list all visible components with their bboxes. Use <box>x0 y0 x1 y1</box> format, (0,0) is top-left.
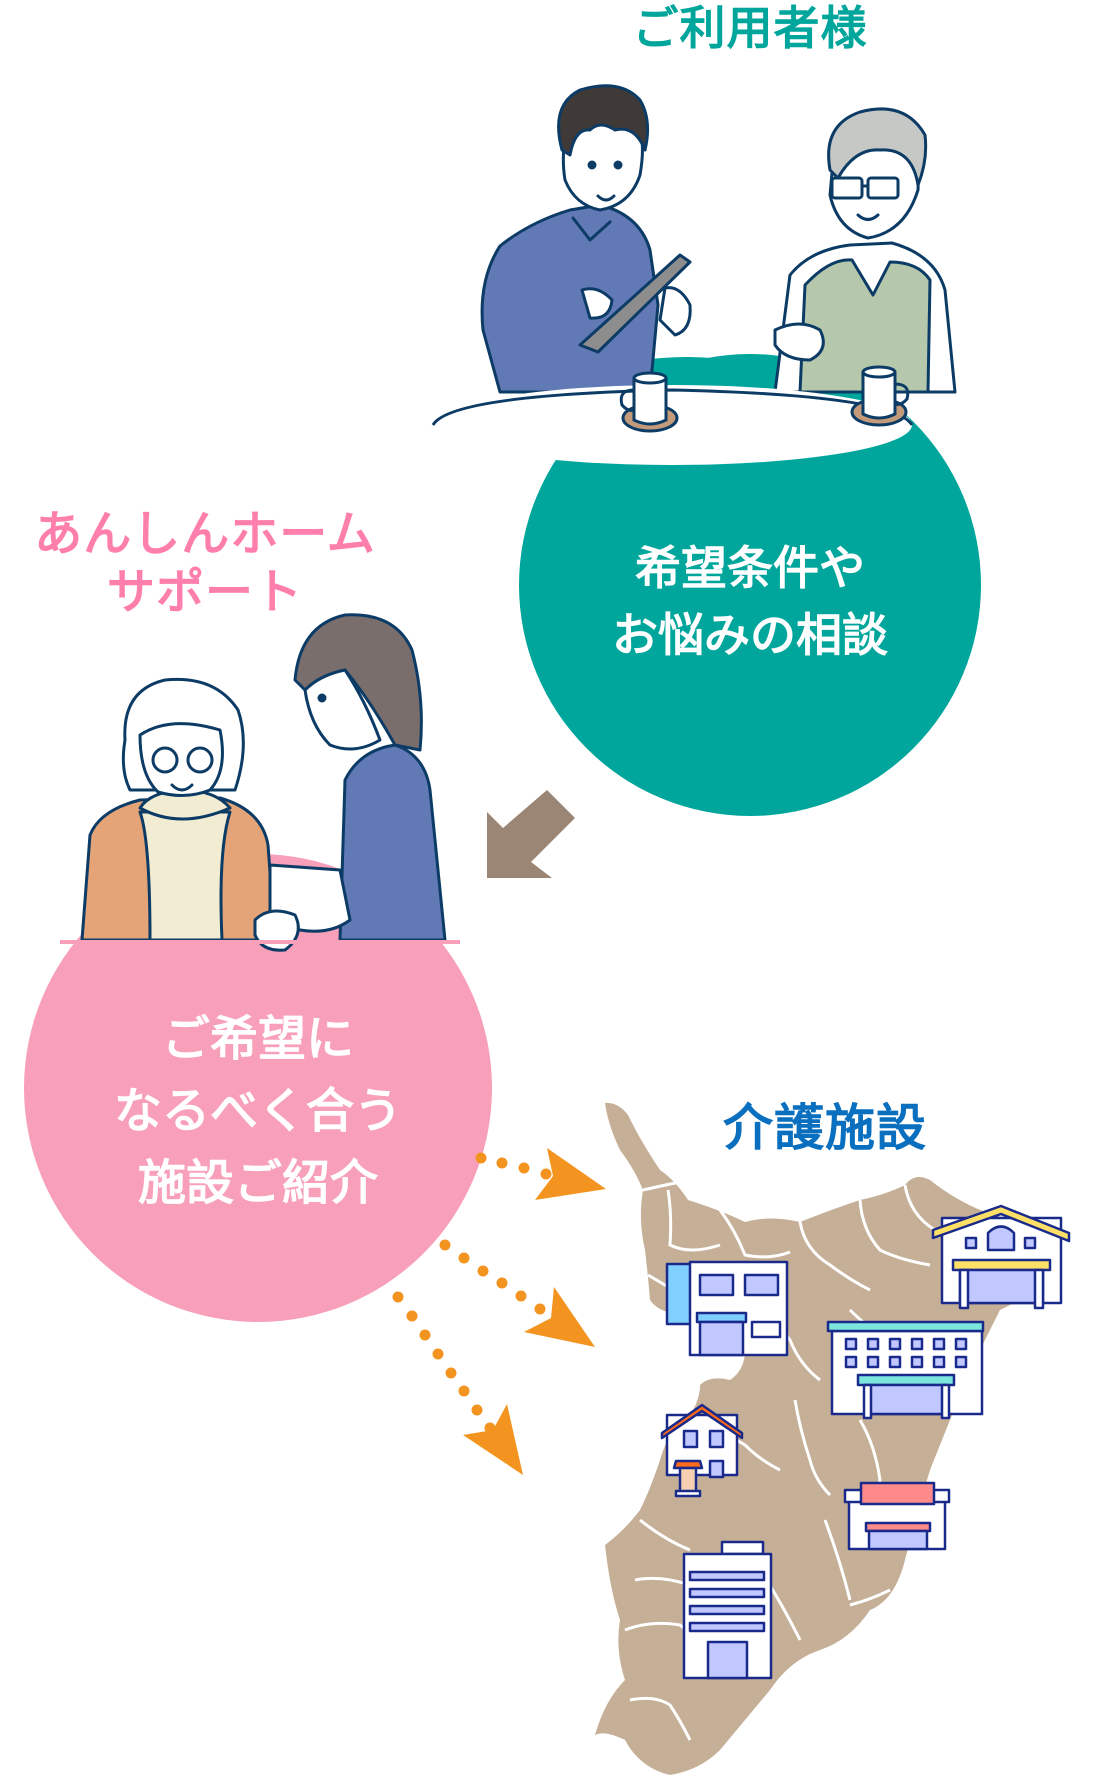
care-facility-building-icon <box>826 1320 985 1420</box>
map-landmass <box>595 1102 1056 1775</box>
introduction-line-1: ご希望に <box>161 1011 354 1067</box>
staff-man-hair <box>557 84 650 157</box>
support-label-line-2: サポート <box>106 564 303 620</box>
office-building-icon <box>665 1260 789 1357</box>
consultation-line-2: お悩みの相談 <box>612 608 888 662</box>
orange-dotted-arrow-icon <box>475 1148 606 1200</box>
consultation-illustration <box>480 84 957 394</box>
map-of-chiba <box>595 1102 1056 1775</box>
support-label-line-1: あんしんホーム <box>34 506 376 562</box>
caregiver-face <box>303 668 382 751</box>
facility-buildings <box>660 1204 1071 1680</box>
introduction-line-2: なるべく合う <box>113 1083 402 1139</box>
elderly-woman-face <box>138 722 224 797</box>
coffee-cup-icon <box>619 371 679 433</box>
elderly-man-hair <box>827 107 928 187</box>
apartment-building-icon <box>682 1540 773 1680</box>
introduction-step-text: ご希望に なるべく合う 施設ご紹介 <box>25 1003 491 1219</box>
introduction-circle <box>24 854 492 1322</box>
shop-building-icon <box>843 1481 951 1551</box>
introduction-line-3: 施設ご紹介 <box>137 1155 378 1211</box>
caregiver-uniform <box>338 743 447 942</box>
facilities-label: 介護施設 <box>723 1099 927 1157</box>
consultation-circle <box>519 354 981 816</box>
small-house-icon <box>660 1403 744 1498</box>
introduce-arrows <box>392 1148 606 1475</box>
orange-dotted-arrow-icon <box>392 1291 523 1475</box>
staff-man-shirt <box>480 203 660 394</box>
coffee-cup-icon <box>850 365 910 427</box>
caregiver-illustration <box>80 613 447 952</box>
house-facility-icon <box>931 1204 1071 1310</box>
down-left-arrow-icon <box>487 790 575 878</box>
clipboard <box>578 253 692 354</box>
customer-label: ご利用者様 <box>632 1 868 55</box>
consultation-line-1: 希望条件や <box>635 541 865 595</box>
elderly-man-vest <box>798 258 932 394</box>
consultation-step-text: 希望条件や お悩みの相談 <box>520 535 980 669</box>
support-label: あんしんホーム サポート <box>0 505 410 621</box>
orange-dotted-arrow-icon <box>439 1239 595 1347</box>
